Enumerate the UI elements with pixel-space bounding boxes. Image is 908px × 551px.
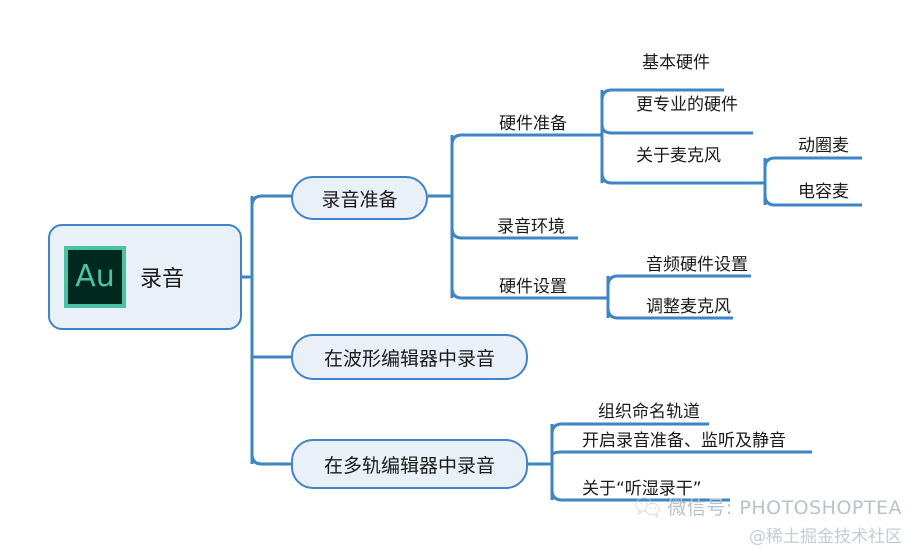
- node-label: 调整麦克风: [646, 296, 731, 317]
- node-label: 更专业的硬件: [636, 94, 738, 115]
- node-record-in-waveform-editor[interactable]: 在波形编辑器中录音: [291, 334, 528, 380]
- node-label: 开启录音准备、监听及静音: [582, 430, 786, 451]
- node-pro-hardware[interactable]: 更专业的硬件: [634, 89, 759, 115]
- node-record-in-multitrack-editor[interactable]: 在多轨编辑器中录音: [291, 439, 528, 489]
- node-label: 基本硬件: [642, 52, 710, 73]
- node-enable-record-monitor-mute[interactable]: 开启录音准备、监听及静音: [580, 426, 820, 451]
- link-to-basic-hardware: [600, 88, 724, 101]
- link-to-recording-environment: [450, 227, 578, 240]
- node-label: 硬件准备: [499, 113, 567, 134]
- node-recording-environment[interactable]: 录音环境: [495, 211, 590, 237]
- link-to-hardware-settings: [450, 287, 596, 300]
- root-label: 录音: [140, 267, 185, 292]
- link-to-adjust-microphone: [606, 307, 733, 320]
- link-to-branch-3: [250, 453, 292, 466]
- node-label: 在多轨编辑器中录音: [323, 454, 495, 477]
- node-label: 录音环境: [497, 216, 565, 237]
- logo-text: Au: [75, 259, 115, 294]
- node-about-wet-dry[interactable]: 关于“听湿录干”: [580, 474, 740, 499]
- link-to-branch-1: [250, 194, 292, 207]
- node-hardware-settings[interactable]: 硬件设置: [497, 271, 597, 297]
- node-label: 动圈麦: [798, 135, 849, 156]
- adobe-audition-logo: Au: [64, 246, 126, 308]
- node-dynamic-mic[interactable]: 动圈麦: [796, 131, 876, 156]
- link-to-audio-hardware-settings: [606, 274, 751, 287]
- node-hardware-prep[interactable]: 硬件准备: [497, 108, 607, 134]
- node-label: 关于麦克风: [636, 145, 721, 166]
- link-to-hardware-prep: [450, 133, 596, 146]
- root-node[interactable]: Au 录音: [48, 224, 242, 330]
- node-adjust-microphone[interactable]: 调整麦克风: [644, 292, 744, 317]
- link-to-about-wet-dry: [550, 489, 730, 502]
- link-to-condenser-mic: [763, 194, 862, 207]
- node-condenser-mic[interactable]: 电容麦: [796, 177, 876, 202]
- link-to-dynamic-mic: [763, 156, 862, 169]
- node-about-microphone[interactable]: 关于麦克风: [634, 140, 754, 166]
- node-label: 关于“听湿录干”: [582, 478, 702, 499]
- node-label: 在波形编辑器中录音: [323, 347, 495, 370]
- link-to-pro-hardware: [600, 124, 753, 135]
- link-to-enable-record: [550, 450, 812, 457]
- node-label: 组织命名轨道: [598, 401, 700, 422]
- node-label: 电容麦: [798, 181, 849, 202]
- node-label: 音频硬件设置: [646, 254, 748, 275]
- node-audio-hardware-settings[interactable]: 音频硬件设置: [644, 250, 759, 275]
- node-label: 录音准备: [321, 188, 398, 211]
- link-to-about-microphone: [600, 172, 753, 185]
- node-label: 硬件设置: [499, 276, 567, 297]
- node-recording-prep[interactable]: 录音准备: [291, 176, 428, 220]
- node-organize-name-tracks[interactable]: 组织命名轨道: [596, 397, 716, 422]
- node-basic-hardware[interactable]: 基本硬件: [640, 47, 735, 73]
- link-to-organize-tracks: [550, 422, 709, 435]
